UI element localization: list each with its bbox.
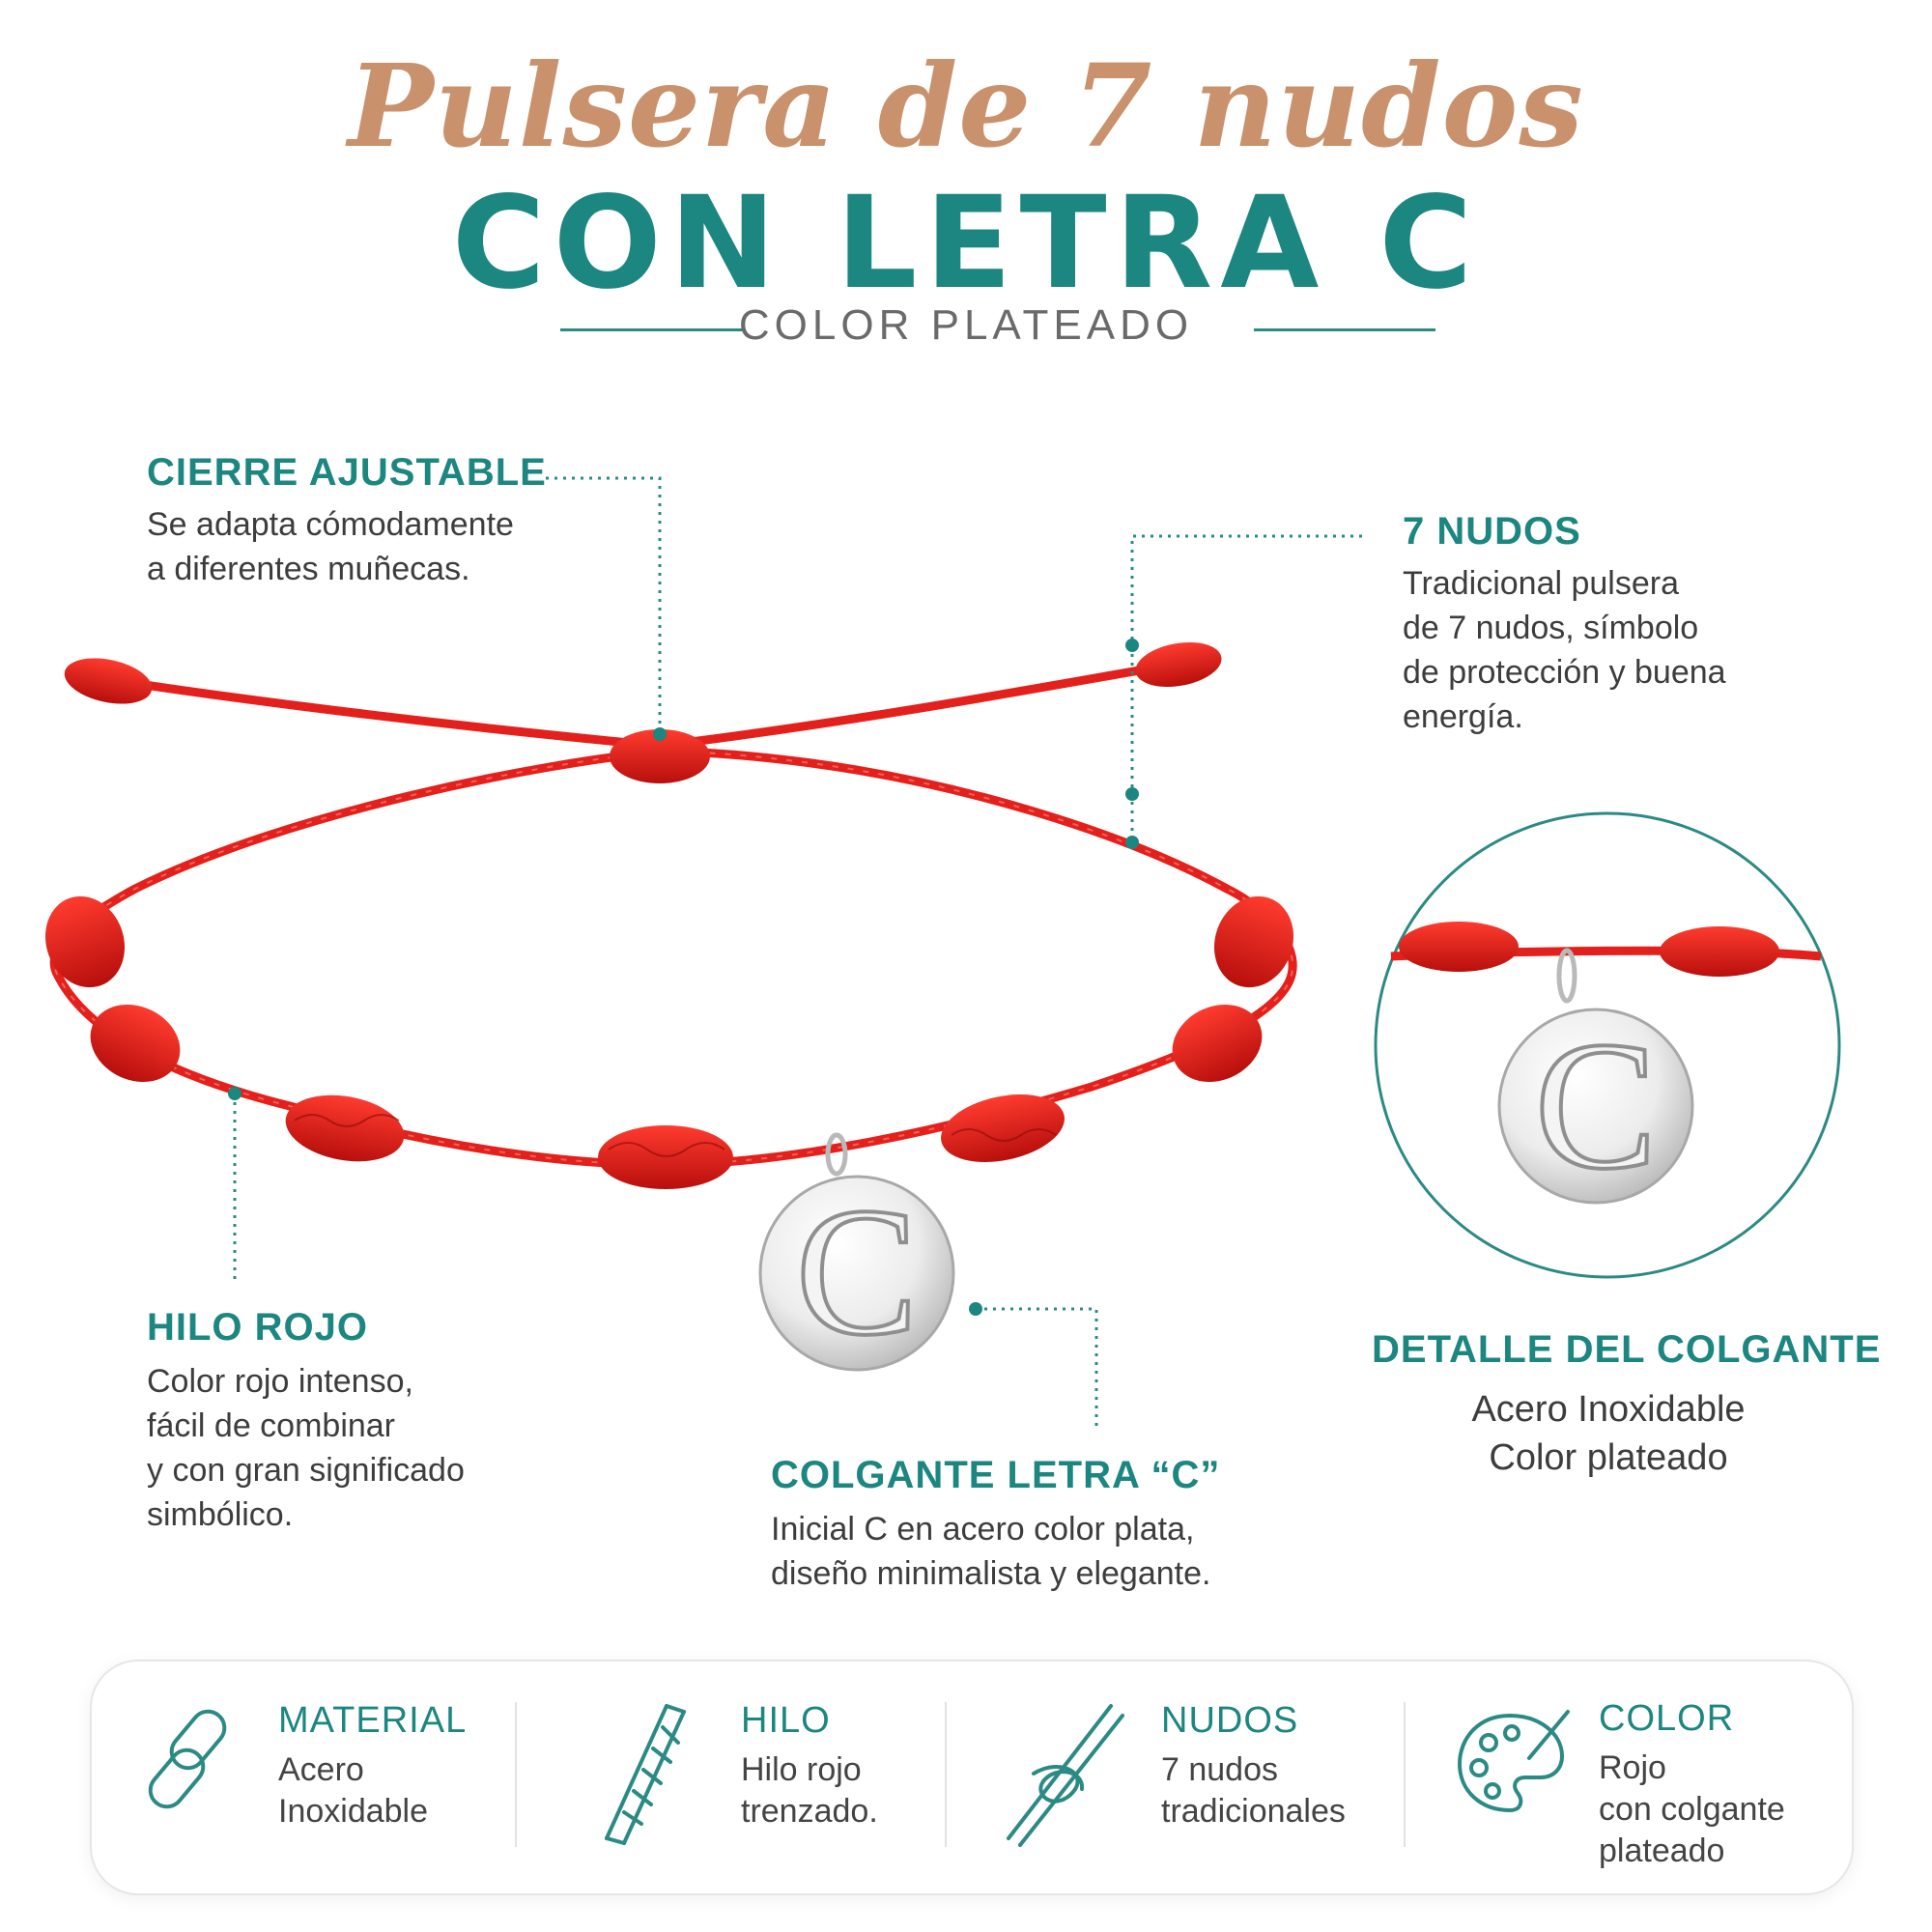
pendant-letter-main: C: [794, 1169, 921, 1376]
spec-thread-line: trenzado.: [741, 1793, 878, 1830]
spec-material-title: MATERIAL: [278, 1700, 468, 1741]
palette-icon: [1457, 1710, 1570, 1813]
seven-knots: [44, 895, 1294, 1189]
leader-dots: [228, 639, 1139, 1316]
subtitle-line-left: [560, 328, 744, 331]
pendant-letter-detail: C: [1533, 1003, 1660, 1209]
spec-color-title: COLOR: [1599, 1698, 1735, 1739]
feature-pendant-line: diseño minimalista y elegante.: [771, 1555, 1211, 1592]
feature-clasp-line: Se adapta cómodamente: [147, 506, 514, 543]
feature-detail-line: Acero Inoxidable: [1471, 1389, 1746, 1430]
subtitle: COLOR PLATEADO: [738, 301, 1194, 349]
red-cord-highlight: [53, 751, 1294, 1166]
spec-thread-title: HILO: [741, 1700, 831, 1741]
feature-pendant: COLGANTE LETRA “C” Inicial C en acero co…: [771, 1454, 1220, 1596]
spec-material-line: Inoxidable: [278, 1793, 429, 1830]
feature-pendant-title: COLGANTE LETRA “C”: [771, 1454, 1221, 1496]
feature-thread-line: simbólico.: [147, 1496, 294, 1533]
slide-knot: [610, 729, 710, 783]
spec-thread-text: Hilo rojo trenzado.: [741, 1749, 878, 1833]
spec-knots: NUDOS 7 nudos tradicionales: [1161, 1700, 1346, 1833]
feature-knots: 7 NUDOS Tradicional pulsera de 7 nudos, …: [1403, 510, 1726, 739]
main-title: CON LETRA C: [451, 169, 1481, 318]
spec-thread-line: Hilo rojo: [741, 1751, 862, 1788]
spec-color-line: con colgante: [1599, 1791, 1785, 1828]
feature-detail-text: Acero Inoxidable Color plateado: [1372, 1385, 1845, 1482]
subtitle-line-right: [1254, 328, 1435, 331]
end-knots: [64, 641, 1222, 704]
knot-5: [941, 1094, 1065, 1162]
pendant-main: [758, 1132, 955, 1372]
feature-knots-text: Tradicional pulsera de 7 nudos, símbolo …: [1403, 561, 1726, 739]
spec-knots-line: 7 nudos: [1161, 1751, 1278, 1788]
feature-pendant-line: Inicial C en acero color plata,: [771, 1511, 1195, 1548]
spec-color: COLOR Rojo con colgante plateado: [1599, 1698, 1785, 1872]
feature-clasp: CIERRE AJUSTABLE Se adapta cómodamente a…: [147, 451, 547, 591]
feature-pendant-text: Inicial C en acero color plata, diseño m…: [771, 1507, 1220, 1596]
twisted-thread-icon: [605, 1704, 686, 1845]
knot-6: [1172, 1005, 1263, 1082]
spec-color-line: plateado: [1599, 1833, 1725, 1869]
feature-knots-line: de protección y buena: [1403, 654, 1726, 691]
spec-knots-title: NUDOS: [1161, 1700, 1299, 1741]
feature-thread: HILO ROJO Color rojo intenso, fácil de c…: [147, 1306, 465, 1537]
specs-panel: [90, 1660, 1854, 1895]
spec-thread: HILO Hilo rojo trenzado.: [741, 1700, 878, 1833]
knot-2: [90, 1005, 181, 1082]
chain-link-icon: [148, 1709, 227, 1809]
feature-knots-line: energía.: [1403, 698, 1523, 735]
end-knot-right: [1135, 641, 1222, 688]
knot-3: [285, 1094, 405, 1162]
feature-detail: DETALLE DEL COLGANTE Acero Inoxidable Co…: [1372, 1328, 1882, 1482]
feature-detail-line: Color plateado: [1489, 1437, 1728, 1478]
knot-icon: [1007, 1704, 1124, 1847]
feature-clasp-title: CIERRE AJUSTABLE: [147, 451, 547, 494]
specs-divider: [515, 1702, 517, 1847]
feature-knots-line: Tradicional pulsera: [1403, 565, 1679, 602]
feature-knots-title: 7 NUDOS: [1403, 510, 1581, 553]
spec-knots-line: tradicionales: [1161, 1793, 1346, 1830]
spec-color-line: Rojo: [1599, 1749, 1666, 1786]
spec-material-line: Acero: [278, 1751, 364, 1788]
spec-material: MATERIAL Acero Inoxidable: [278, 1700, 467, 1833]
feature-thread-line: fácil de combinar: [147, 1407, 396, 1444]
feature-thread-line: Color rojo intenso,: [147, 1363, 413, 1400]
leader-lines: [233, 476, 1362, 1430]
specs-divider: [945, 1702, 947, 1847]
specs-divider: [1404, 1702, 1406, 1847]
knot-7: [1213, 895, 1294, 988]
spec-material-text: Acero Inoxidable: [278, 1749, 467, 1833]
detail-cord: [1390, 922, 1822, 1205]
feature-detail-title: DETALLE DEL COLGANTE: [1372, 1328, 1882, 1371]
knot-1: [44, 895, 126, 988]
feature-thread-line: y con gran significado: [147, 1452, 465, 1489]
end-knot-left: [64, 658, 153, 704]
spec-knots-text: 7 nudos tradicionales: [1161, 1749, 1346, 1833]
feature-thread-title: HILO ROJO: [147, 1306, 369, 1349]
spec-color-text: Rojo con colgante plateado: [1599, 1747, 1785, 1872]
script-title: Pulsera de 7 nudos: [348, 39, 1584, 173]
feature-thread-text: Color rojo intenso, fácil de combinar y …: [147, 1359, 465, 1537]
feature-clasp-line: a diferentes muñecas.: [147, 551, 470, 587]
feature-clasp-text: Se adapta cómodamente a diferentes muñec…: [147, 502, 547, 591]
feature-knots-line: de 7 nudos, símbolo: [1403, 610, 1699, 646]
